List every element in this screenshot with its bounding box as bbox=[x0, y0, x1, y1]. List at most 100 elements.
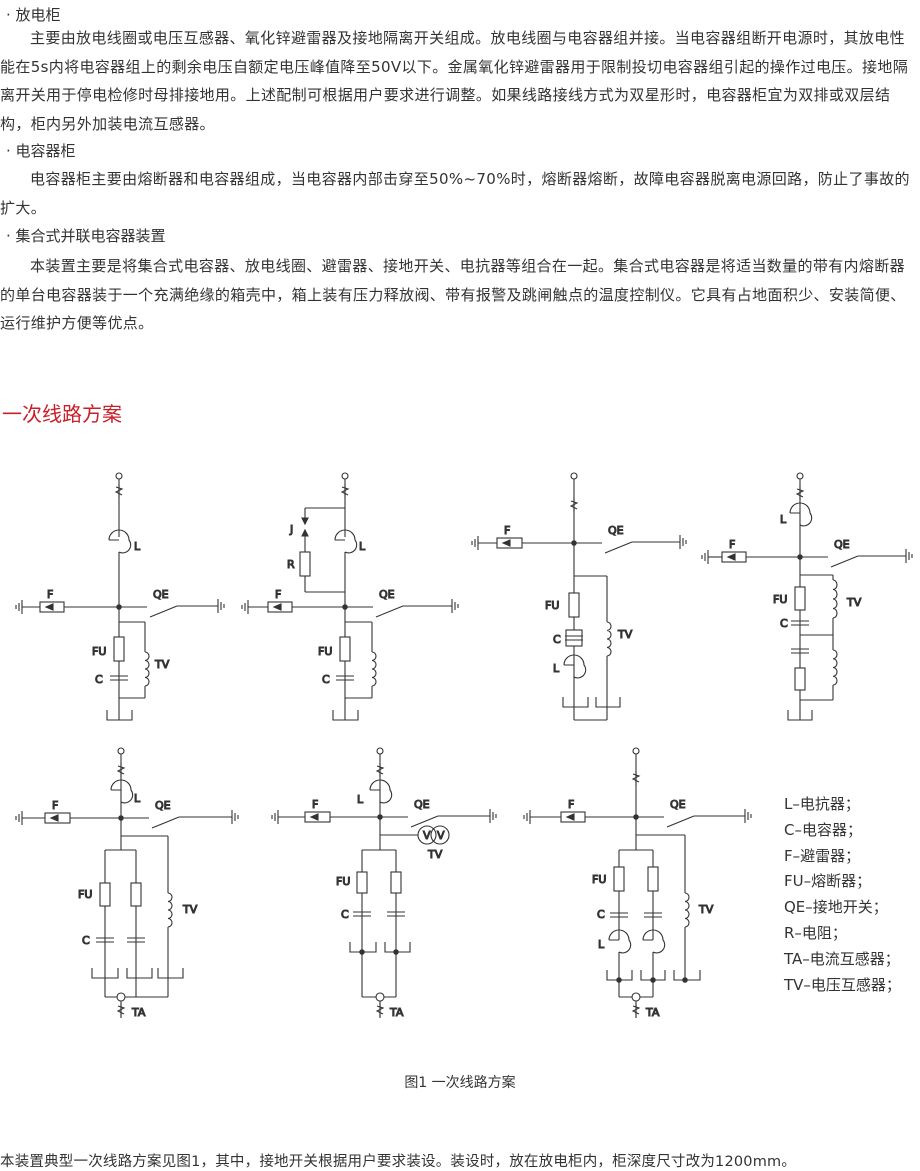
ground-icon bbox=[744, 809, 752, 823]
break-symbol bbox=[114, 484, 124, 498]
terminal-icon bbox=[115, 472, 123, 480]
fuse-symbol bbox=[390, 871, 402, 894]
label-fu: FU bbox=[592, 873, 606, 886]
ground-icon bbox=[701, 550, 709, 564]
label-fu: FU bbox=[78, 888, 92, 901]
ground-tray-symbol bbox=[562, 697, 589, 708]
arrester-arrow-icon bbox=[272, 603, 282, 611]
ground-icon bbox=[217, 599, 225, 613]
coil-symbol bbox=[684, 892, 690, 928]
arrester-arrow-icon bbox=[565, 813, 575, 821]
arrester-arrow-icon bbox=[309, 813, 319, 821]
label-r: R bbox=[287, 558, 295, 571]
terminal-icon bbox=[796, 472, 804, 480]
label-qe: QE bbox=[153, 588, 169, 601]
ground-icon bbox=[231, 810, 239, 824]
label-f: F bbox=[52, 799, 58, 812]
arrester-arrow-icon bbox=[726, 553, 736, 561]
label-qe: QE bbox=[379, 588, 395, 601]
fuse-symbol bbox=[99, 882, 111, 907]
current-transformer-icon bbox=[116, 992, 126, 1002]
ground-tray-symbol bbox=[349, 942, 377, 953]
wire bbox=[410, 815, 439, 828]
reactor-symbol bbox=[108, 529, 132, 554]
label-c: C bbox=[780, 617, 788, 630]
label-tv: TV bbox=[846, 596, 862, 609]
coil-symbol bbox=[167, 892, 173, 928]
label-f: F bbox=[312, 798, 318, 811]
coil-symbol bbox=[144, 651, 150, 687]
label-f: F bbox=[729, 538, 735, 551]
reactor-symbol bbox=[642, 929, 666, 954]
ground-tray-symbol bbox=[384, 942, 411, 953]
fuse-symbol bbox=[356, 871, 368, 894]
ground-icon bbox=[451, 599, 459, 613]
label-qe: QE bbox=[414, 798, 430, 811]
label-qe: QE bbox=[608, 524, 624, 537]
footer-note: 本装置典型一次线路方案见图1，其中，接地开关根据用户要求装设。装设时，放在放电柜… bbox=[0, 1154, 797, 1170]
reactor-symbol bbox=[608, 929, 632, 954]
ground-tray-symbol bbox=[91, 968, 119, 979]
capacitor-symbol bbox=[336, 675, 354, 681]
junction-dot bbox=[571, 540, 577, 546]
section-text-discharge-cabinet: 主要由放电线圈或电压互感器、氧化锌避雷器及接地隔离开关组成。放电线圈与电容器组并… bbox=[0, 29, 909, 133]
break-symbol bbox=[375, 763, 385, 777]
label-j: J bbox=[289, 523, 293, 536]
symbol-legend: L–电抗器； C–电容器； F–避雷器； FU–熔断器； QE–接地开关； R–… bbox=[784, 792, 901, 998]
label-fu: FU bbox=[545, 599, 559, 612]
label-qe: QE bbox=[155, 799, 171, 812]
fuse-symbol bbox=[647, 866, 659, 892]
section-bullet-capacitor-cabinet: · 电容器柜 bbox=[6, 142, 76, 160]
capacitor-symbol bbox=[791, 620, 809, 626]
fuse-symbol bbox=[613, 866, 625, 892]
terminal-icon bbox=[632, 747, 640, 755]
reactor-symbol bbox=[369, 779, 393, 804]
capacitor-symbol bbox=[96, 937, 114, 943]
reactor-symbol bbox=[789, 502, 813, 527]
ground-icon bbox=[679, 535, 687, 549]
label-f: F bbox=[47, 588, 53, 601]
label-tv: TV bbox=[154, 658, 170, 671]
section-text-capacitor-cabinet: 电容器柜主要由熔断器和电容器组成，当电容器内部击穿至50%~70%时，熔断器熔断… bbox=[0, 170, 910, 217]
ground-icon bbox=[471, 536, 479, 550]
label-ta: TA bbox=[389, 1006, 404, 1019]
label-ta: TA bbox=[645, 1006, 660, 1019]
section-text-integrated-device: 本装置主要是将集合式电容器、放电线圈、避雷器、接地开关、电抗器等组合在一起。集合… bbox=[0, 257, 906, 332]
capacitor-symbol bbox=[610, 912, 628, 918]
gap bbox=[565, 629, 583, 647]
voltage-transformer-icon bbox=[430, 825, 450, 845]
label-ta: TA bbox=[131, 1006, 146, 1019]
fuse-symbol bbox=[339, 636, 351, 662]
break-symbol bbox=[631, 771, 641, 785]
coil-symbol bbox=[371, 651, 377, 687]
break-symbol bbox=[116, 763, 126, 777]
capacitor-symbol bbox=[110, 675, 128, 681]
label-c: C bbox=[341, 908, 349, 921]
label-l: L bbox=[134, 540, 141, 553]
fuse-symbol bbox=[130, 882, 142, 907]
current-transformer-icon bbox=[375, 992, 385, 1002]
break-symbol bbox=[795, 486, 805, 500]
capacitor-symbol bbox=[565, 635, 583, 641]
label-f: F bbox=[504, 524, 510, 537]
legend-item: L–电抗器； bbox=[784, 795, 860, 813]
terminal-icon bbox=[376, 747, 384, 755]
wire bbox=[830, 555, 859, 568]
coil-symbol bbox=[832, 579, 838, 619]
label-c: C bbox=[82, 934, 90, 947]
label-fu: FU bbox=[336, 875, 350, 888]
label-qe: QE bbox=[670, 798, 686, 811]
wire bbox=[375, 605, 404, 618]
ground-icon bbox=[905, 549, 913, 563]
terminal-icon bbox=[570, 472, 578, 480]
legend-item: R–电阻； bbox=[784, 923, 847, 942]
label-c: C bbox=[597, 908, 605, 921]
legend-item: C–电容器； bbox=[784, 820, 862, 839]
break-symbol bbox=[116, 1003, 126, 1017]
capacitor-symbol bbox=[387, 911, 405, 917]
ground-icon bbox=[523, 810, 531, 824]
contact-arrow-icon bbox=[301, 517, 309, 526]
